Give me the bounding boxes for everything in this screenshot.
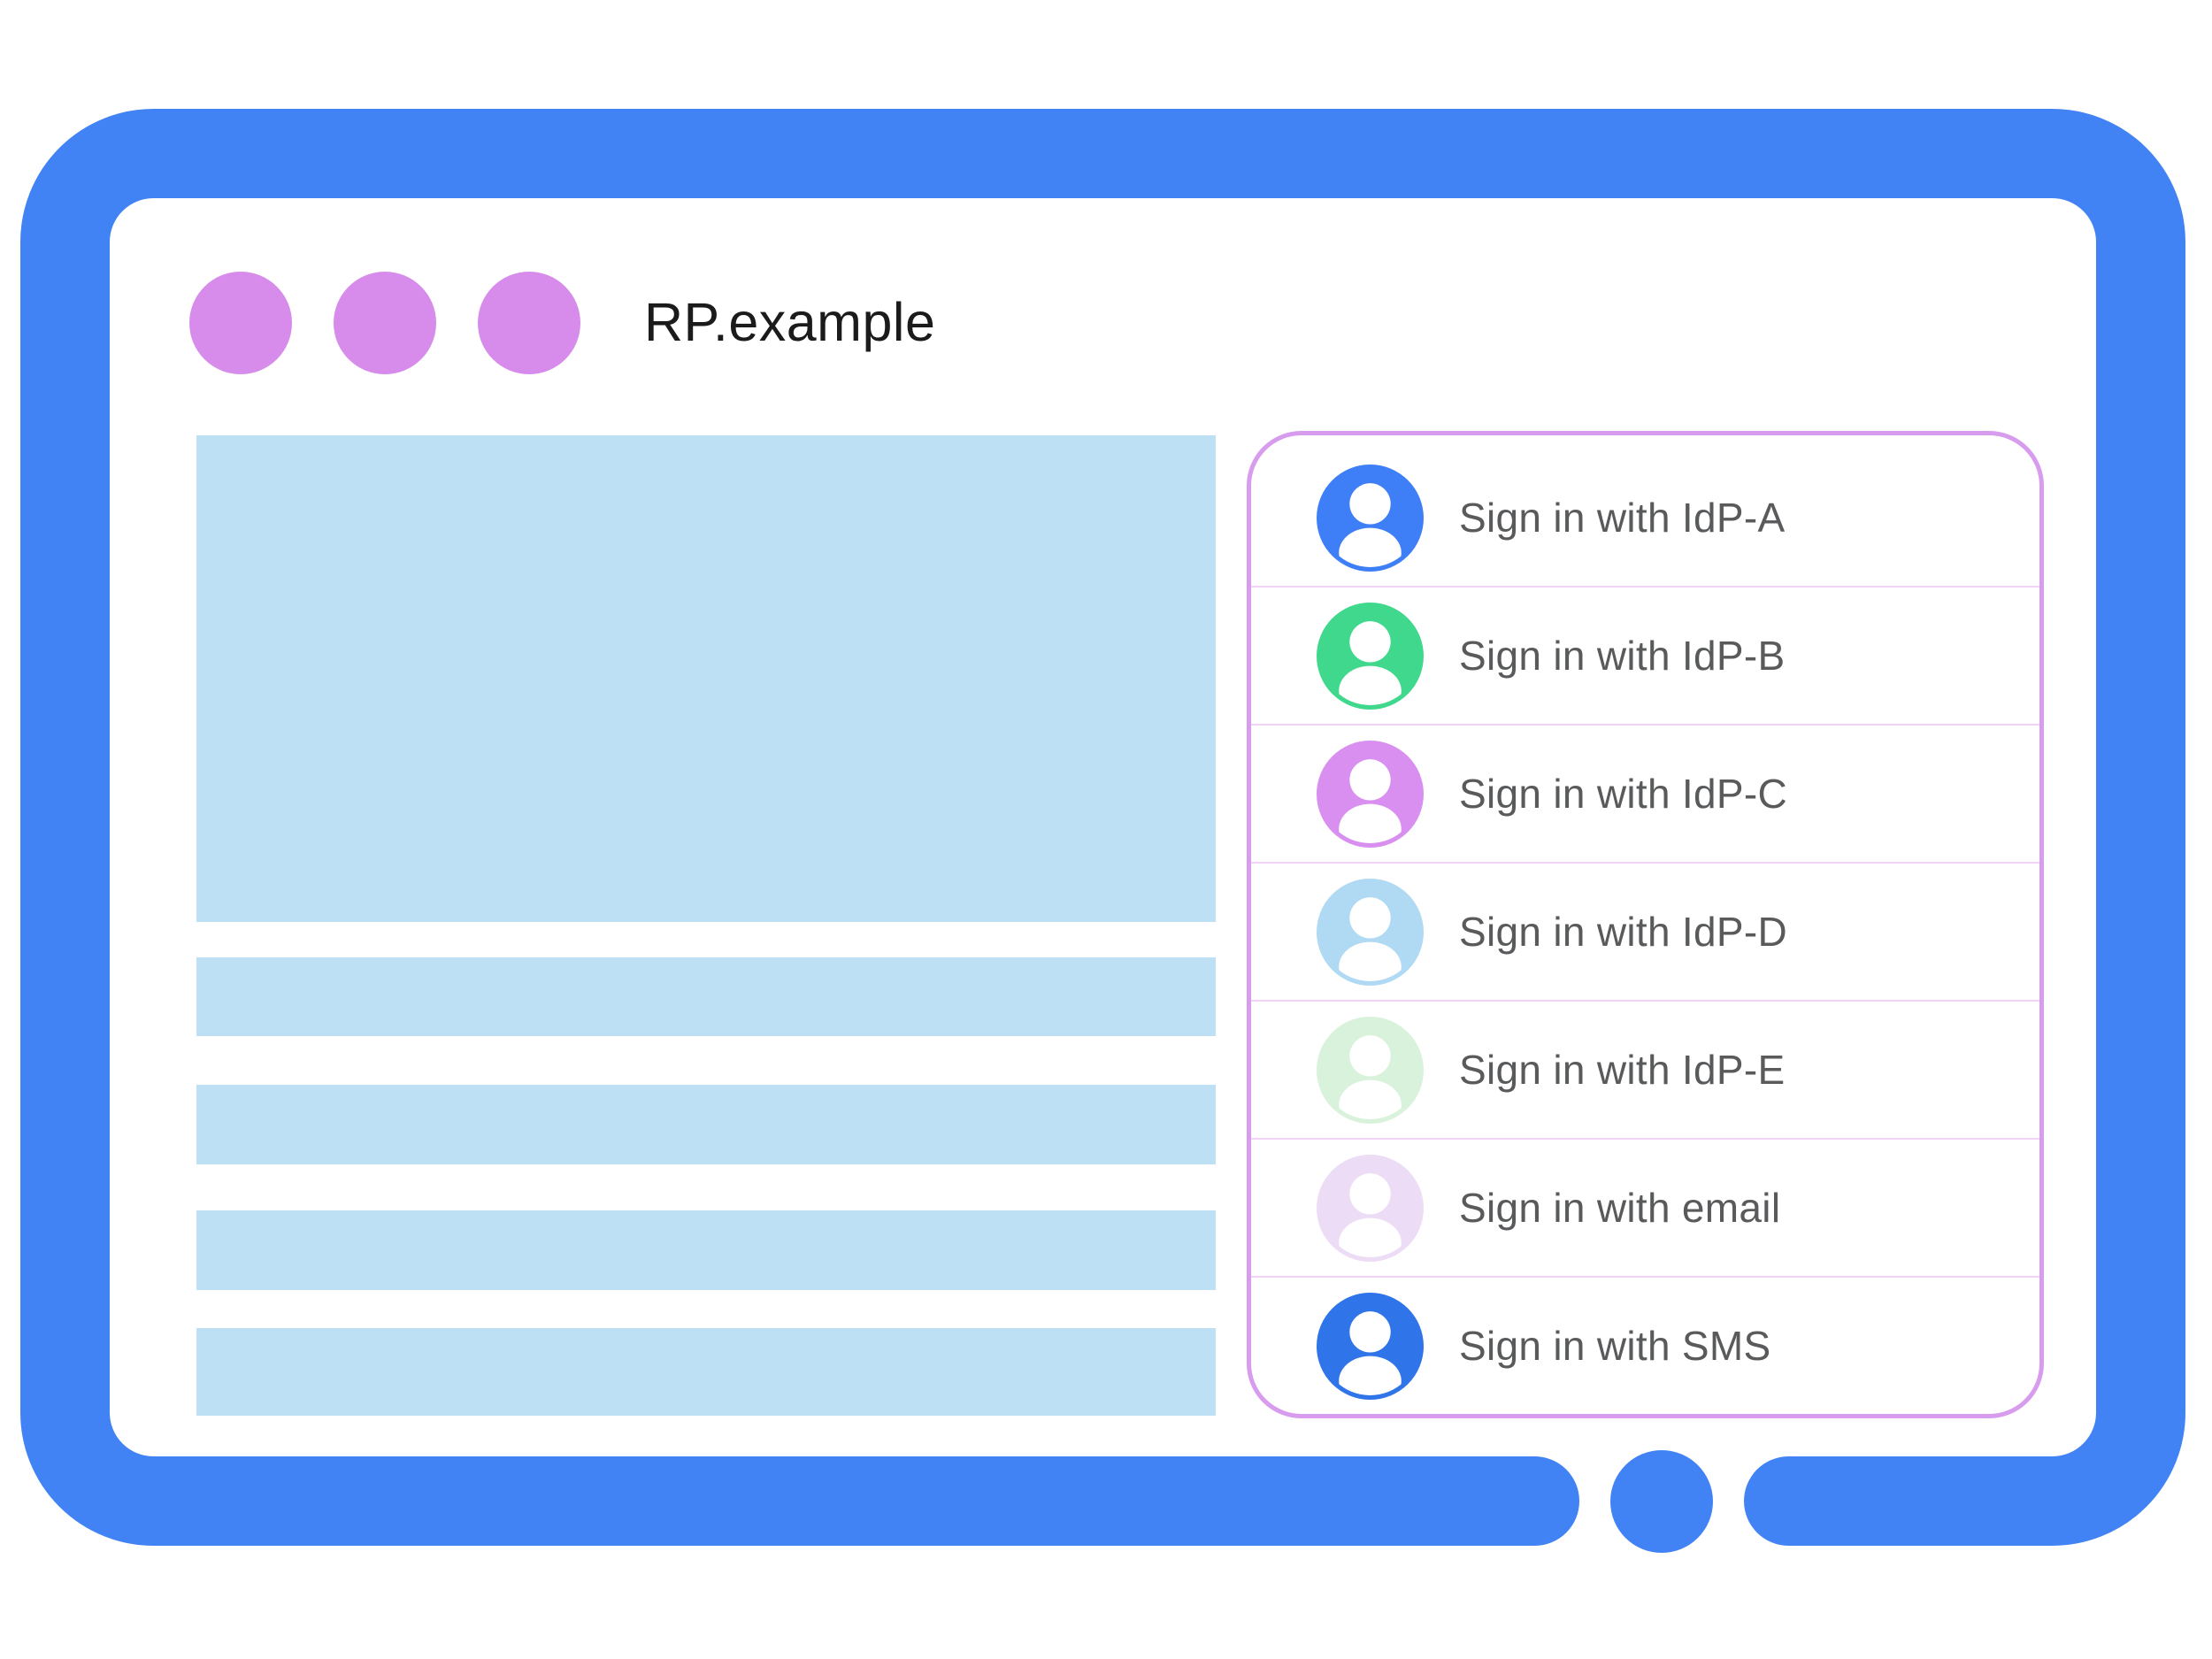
- signin-option-label: Sign in with IdP-E: [1459, 1047, 1786, 1093]
- text-line-placeholder: [196, 1085, 1216, 1164]
- signin-option-idp-b[interactable]: Sign in with IdP-B: [1251, 586, 2039, 724]
- person-avatar-icon: [1317, 1016, 1424, 1124]
- signin-option-idp-e[interactable]: Sign in with IdP-E: [1251, 1000, 2039, 1138]
- signin-option-idp-c[interactable]: Sign in with IdP-C: [1251, 724, 2039, 862]
- signin-option-email[interactable]: Sign in with email: [1251, 1138, 2039, 1276]
- frame-bar-left-cap: [1490, 1456, 1579, 1546]
- text-line-placeholder: [196, 957, 1216, 1036]
- signin-option-idp-d[interactable]: Sign in with IdP-D: [1251, 862, 2039, 1000]
- person-avatar-icon: [1317, 878, 1424, 986]
- person-avatar-icon: [1317, 602, 1424, 710]
- signin-option-label: Sign in with IdP-A: [1459, 495, 1786, 541]
- window-dot: [478, 272, 580, 374]
- person-avatar-icon: [1317, 1154, 1424, 1262]
- frame-bar-right-cap: [1744, 1456, 1833, 1546]
- signin-option-idp-a[interactable]: Sign in with IdP-A: [1251, 449, 2039, 586]
- frame-border: [20, 109, 2185, 1546]
- signin-option-label: Sign in with IdP-B: [1459, 633, 1786, 679]
- signin-option-sms[interactable]: Sign in with SMS: [1251, 1276, 2039, 1414]
- person-avatar-icon: [1317, 740, 1424, 848]
- signin-option-label: Sign in with IdP-D: [1459, 909, 1787, 955]
- bottom-notch-circle: [1610, 1450, 1713, 1553]
- signin-option-label: Sign in with IdP-C: [1459, 771, 1787, 817]
- person-avatar-icon: [1317, 1292, 1424, 1400]
- window-dot: [189, 272, 292, 374]
- text-line-placeholder: [196, 1210, 1216, 1290]
- signin-panel: Sign in with IdP-A Sign in with IdP-B Si…: [1247, 431, 2044, 1418]
- text-line-placeholder: [196, 1328, 1216, 1416]
- signin-option-label: Sign in with email: [1459, 1185, 1781, 1231]
- window-dot: [334, 272, 436, 374]
- person-avatar-icon: [1317, 464, 1424, 572]
- signin-option-label: Sign in with SMS: [1459, 1323, 1771, 1369]
- page-title: RP.example: [644, 292, 936, 352]
- hero-placeholder: [196, 435, 1216, 922]
